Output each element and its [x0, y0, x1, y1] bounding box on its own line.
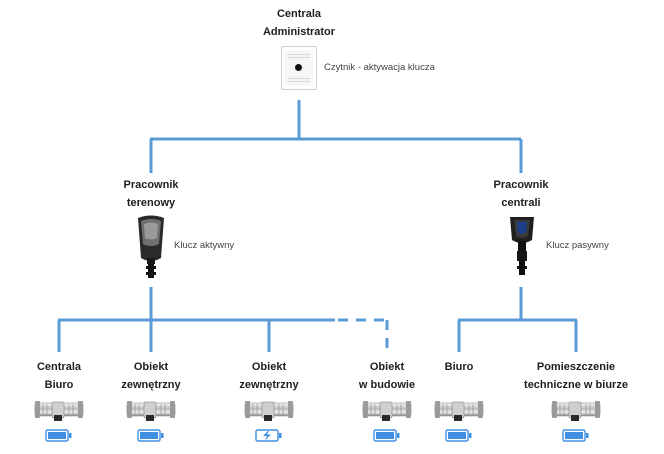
root-node-title: Centrala Administrator	[249, 5, 349, 41]
root-title-line-2: Administrator	[262, 26, 336, 38]
left-branch-line-1: Pracownik	[123, 179, 179, 191]
battery-charging-icon	[255, 429, 283, 442]
lock-cylinder-icon	[434, 398, 484, 422]
battery-full-icon	[445, 429, 473, 442]
lock-cylinder-icon	[551, 398, 601, 422]
reader-caption: Czytnik - aktywacja klucza	[324, 62, 435, 73]
leaf-2-line-2: zewnętrzny	[121, 379, 181, 391]
leaf-title-6: Pomieszczenie techniczne w biurze	[516, 358, 636, 394]
leaf-1-line-2: Biuro	[44, 379, 74, 391]
lock-cylinder-icon	[126, 398, 176, 422]
battery-full-icon	[137, 429, 165, 442]
leaf-title-5: Biuro	[419, 358, 499, 376]
lock-cylinder-icon	[362, 398, 412, 422]
leaf-3-line-2: zewnętrzny	[239, 379, 299, 391]
leaf-title-3: Obiekt zewnętrzny	[229, 358, 309, 394]
battery-full-icon	[45, 429, 73, 442]
leaf-3-line-1: Obiekt	[251, 361, 287, 373]
leaf-2-line-1: Obiekt	[133, 361, 169, 373]
leaf-title-4: Obiekt w budowie	[347, 358, 427, 394]
passive-key-icon	[510, 217, 534, 275]
leaf-1-line-1: Centrala	[36, 361, 82, 373]
active-key-caption: Klucz aktywny	[174, 240, 235, 251]
leaf-6-line-2: techniczne w biurze	[524, 379, 628, 391]
active-key-fob-icon	[138, 215, 164, 278]
right-branch-title: Pracownik centrali	[466, 176, 576, 212]
leaf-6-line-1: Pomieszczenie	[536, 361, 616, 373]
lock-cylinder-icon	[34, 398, 84, 422]
right-branch-line-2: centrali	[501, 197, 541, 209]
leaf-title-2: Obiekt zewnętrzny	[111, 358, 191, 394]
battery-full-icon	[562, 429, 590, 442]
left-branch-line-2: terenowy	[126, 197, 176, 209]
lock-cylinder-icon	[244, 398, 294, 422]
leaf-4-line-1: Obiekt	[369, 361, 405, 373]
key-reader-icon	[281, 46, 317, 90]
leaf-title-1: Centrala Biuro	[19, 358, 99, 394]
left-branch-title: Pracownik terenowy	[96, 176, 206, 212]
leaf-5-line-1: Biuro	[444, 361, 474, 373]
right-branch-line-1: Pracownik	[493, 179, 549, 191]
passive-key-caption: Klucz pasywny	[546, 240, 609, 251]
battery-full-icon	[373, 429, 401, 442]
leaf-4-line-2: w budowie	[358, 379, 416, 391]
root-title-line-1: Centrala	[276, 8, 322, 20]
